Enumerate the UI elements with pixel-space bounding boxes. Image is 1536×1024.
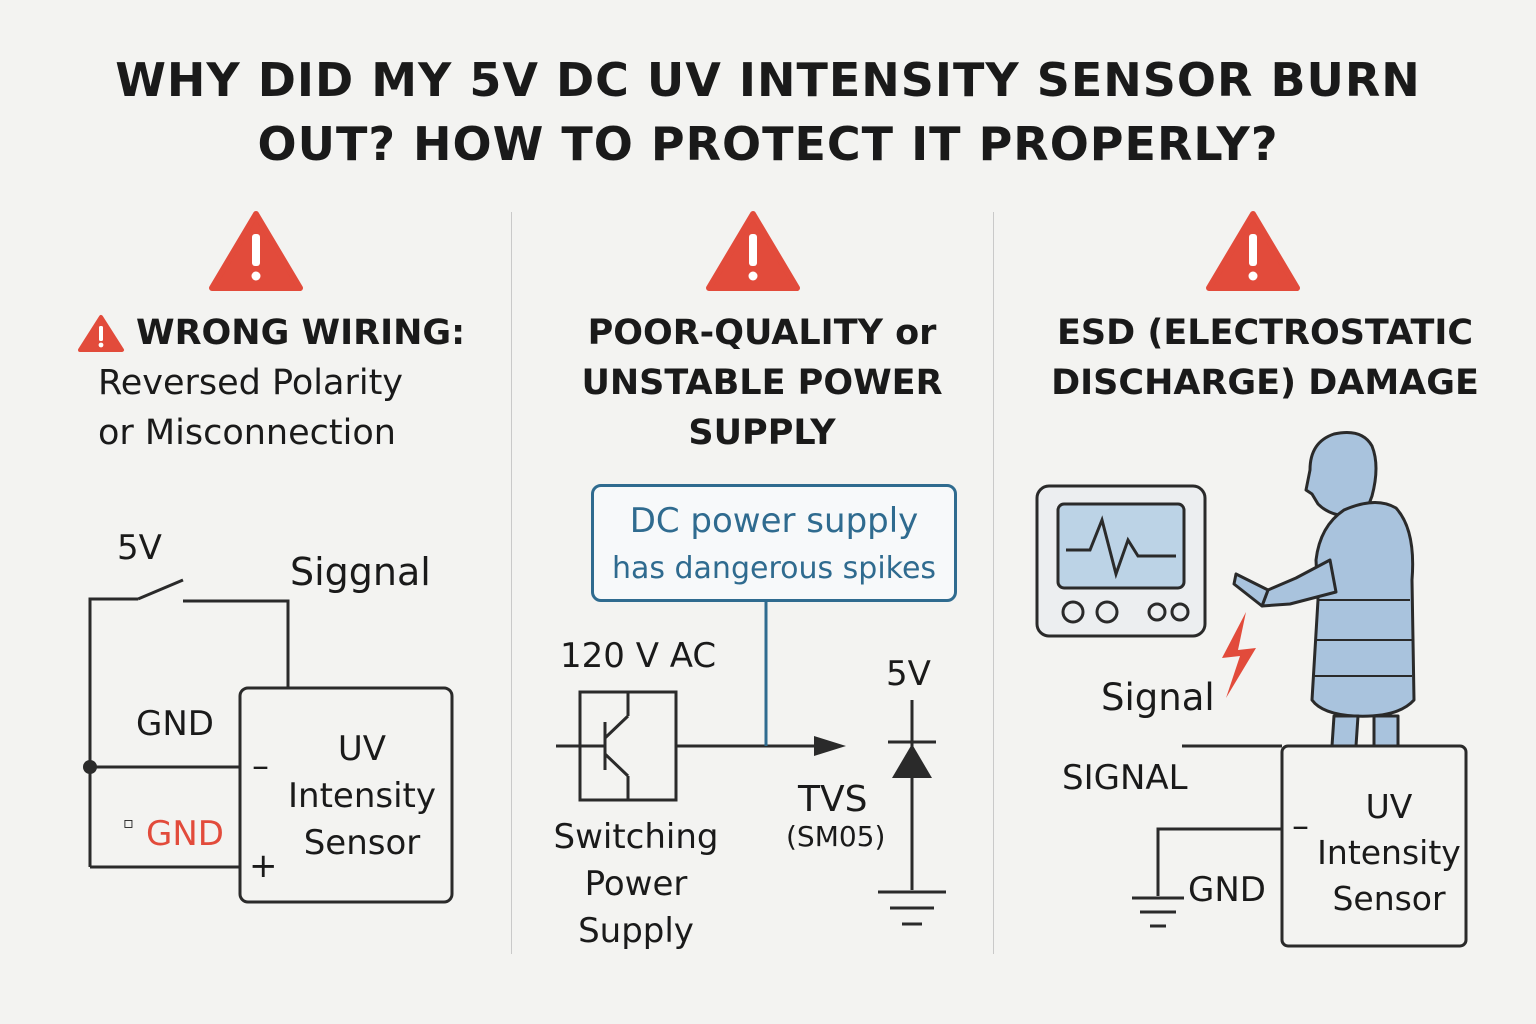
- wiring-circuit: [88, 578, 454, 904]
- label-gnd: GND: [1188, 870, 1266, 910]
- small-warning-icon: [78, 315, 124, 352]
- power-circuit: [556, 602, 946, 926]
- tvs-diode-icon: [892, 744, 932, 778]
- sensor-line-3: Sensor: [303, 823, 421, 863]
- panel3-title-line-1: ESD (ELECTROSTATIC: [1056, 313, 1474, 353]
- label-signal: Signal: [1101, 676, 1215, 719]
- psu-line-3: Supply: [578, 911, 694, 951]
- divider-right: [993, 212, 994, 954]
- sensor-line-2: Intensity: [288, 776, 436, 816]
- label-gnd-red: GND: [146, 814, 224, 854]
- callout-line-2: has dangerous spikes: [611, 551, 937, 586]
- lightning-bolt-icon: [1222, 612, 1256, 698]
- label-gnd: GND: [136, 704, 214, 744]
- sensor-label: UV Intensity Sensor: [1304, 784, 1474, 922]
- esd-circuit: [1132, 744, 1468, 948]
- minus-terminal: –: [252, 746, 269, 786]
- sensor-box: [238, 686, 454, 904]
- label-5v: 5V: [117, 528, 162, 568]
- label-signal: Siggnal: [290, 550, 431, 594]
- sensor-line-1: UV: [1365, 787, 1413, 826]
- panel1-line-3: or Misconnection: [98, 413, 396, 453]
- panel3-title-line-2: DISCHARGE) DAMAGE: [1051, 363, 1479, 403]
- label-signal-caps: SIGNAL: [1062, 758, 1188, 798]
- panel3-title: ESD (ELECTROSTATIC DISCHARGE) DAMAGE: [1010, 308, 1520, 408]
- panel2-title-line-1: POOR-QUALITY or: [587, 313, 937, 353]
- label-5v-output: 5V: [886, 654, 931, 694]
- sensor-box: [1280, 744, 1468, 948]
- psu-line-1: Switching: [553, 817, 719, 857]
- panel1-line-2: Reversed Polarity: [98, 363, 404, 403]
- main-title: WHY DID MY 5V DC UV INTENSITY SENSOR BUR…: [0, 48, 1536, 176]
- panel2-title: POOR-QUALITY or UNSTABLE POWER SUPPLY: [512, 308, 1012, 458]
- callout-line-1: DC power supply: [629, 501, 919, 541]
- panel1-heading: WRONG WIRING:: [136, 313, 466, 353]
- divider-left: [511, 212, 512, 954]
- minus-terminal: –: [1292, 806, 1309, 846]
- psu-label: Switching Power Supply: [536, 814, 736, 955]
- warning-icon: [1206, 211, 1300, 291]
- plus-terminal: +: [249, 846, 278, 886]
- sensor-line-3: Sensor: [1332, 879, 1446, 918]
- junction-dot: [83, 760, 97, 774]
- panel2-title-line-3: SUPPLY: [688, 413, 836, 453]
- label-marker: ▫: [123, 813, 134, 832]
- sensor-label: UV Intensity Sensor: [272, 726, 452, 867]
- arrow-icon: [814, 736, 846, 756]
- sensor-line-1: UV: [337, 729, 387, 769]
- psu-line-2: Power: [584, 864, 688, 904]
- title-line-2: OUT? HOW TO PROTECT IT PROPERLY?: [257, 117, 1279, 171]
- warning-icon: [209, 211, 303, 291]
- oscilloscope-icon: [1035, 484, 1207, 638]
- title-line-1: WHY DID MY 5V DC UV INTENSITY SENSOR BUR…: [115, 53, 1421, 107]
- panel2-title-line-2: UNSTABLE POWER: [581, 363, 943, 403]
- label-120v-ac: 120 V AC: [560, 636, 717, 676]
- sensor-line-2: Intensity: [1317, 833, 1461, 872]
- spike-callout: DC power supply has dangerous spikes: [591, 484, 957, 602]
- label-part-number: (SM05): [786, 820, 886, 853]
- person-icon: [1232, 431, 1416, 748]
- switch-lever: [137, 578, 184, 601]
- warning-icon: [706, 211, 800, 291]
- label-tvs: TVS: [798, 779, 868, 820]
